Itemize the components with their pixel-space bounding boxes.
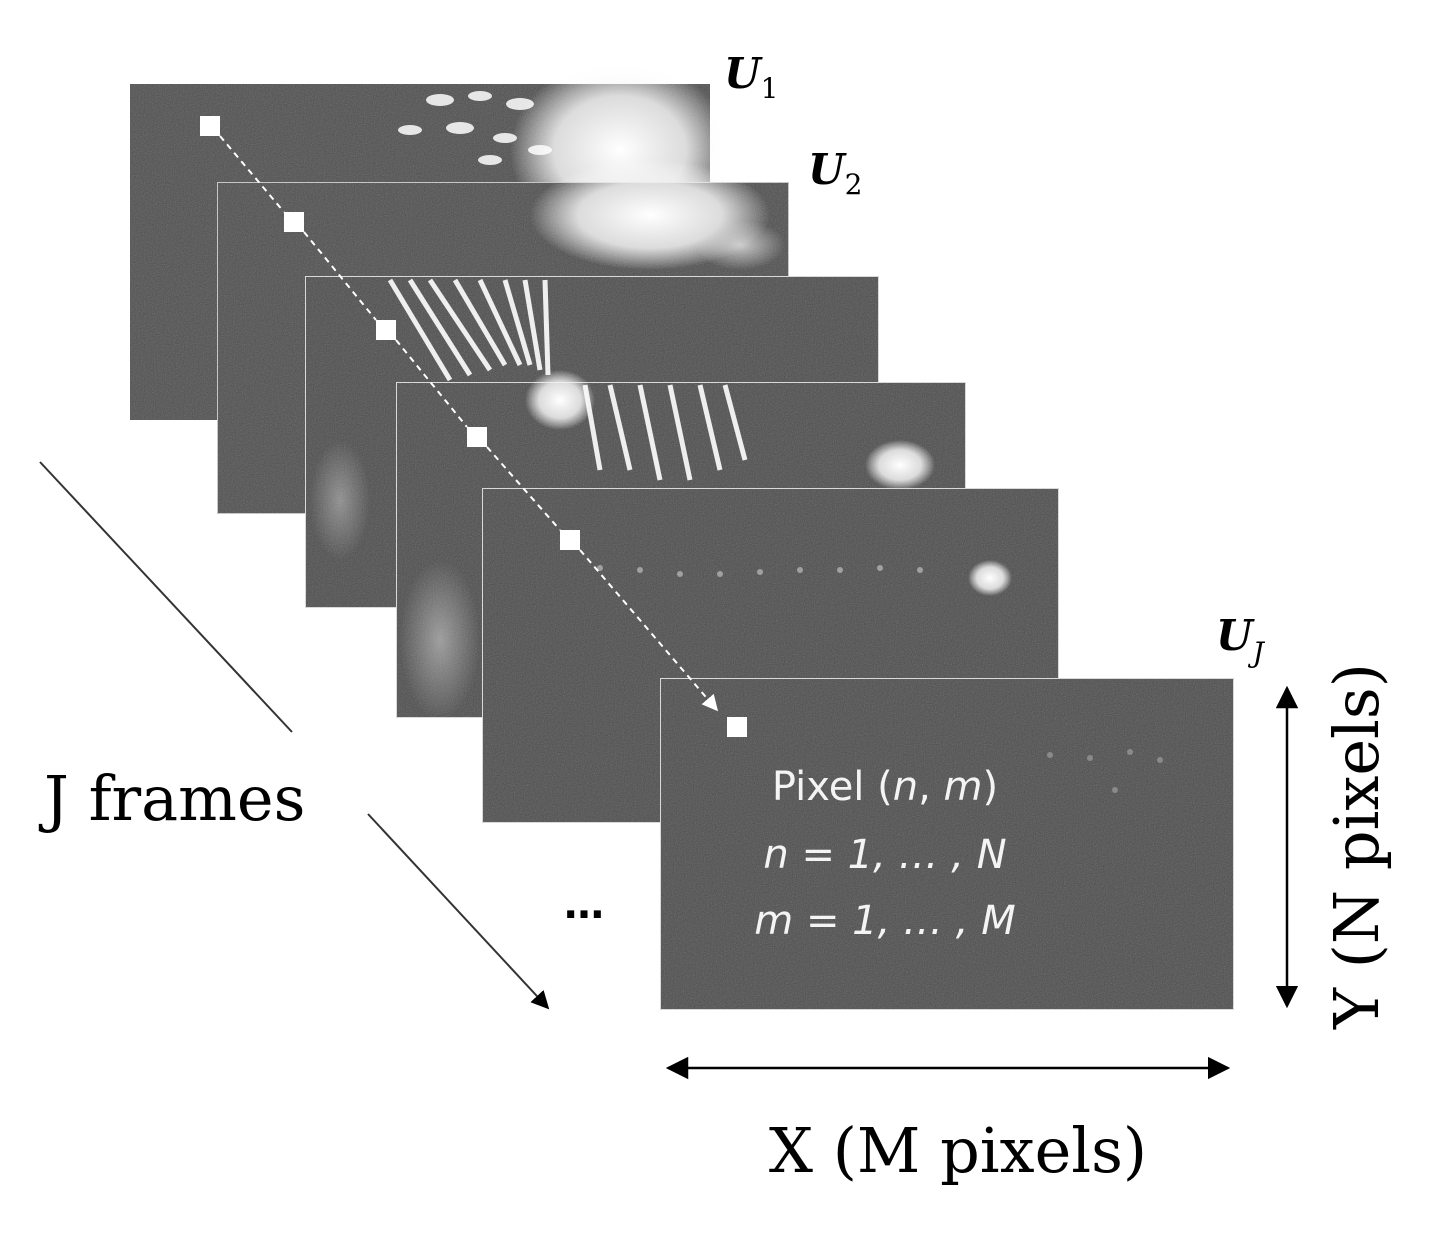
pixel-trace-line — [219, 135, 717, 710]
depth-arrow — [367, 813, 550, 1010]
depth-label: J frames — [38, 762, 305, 835]
pixel-marker-2 — [284, 212, 304, 232]
ellipsis: … — [564, 882, 604, 928]
pixel-marker-last — [727, 717, 747, 737]
frame-label-second: U2 — [808, 145, 862, 201]
pixel-annotation-line2: n = 1, … , N — [763, 832, 1006, 878]
pixel-annotation-line3: m = 1, … , M — [754, 898, 1015, 944]
pixel-markers — [200, 116, 747, 737]
frame-label-last: UJ — [1216, 611, 1266, 669]
x-axis-label: X (M pixels) — [769, 1114, 1147, 1187]
pixel-marker-5 — [560, 530, 580, 550]
pixel-marker-3 — [376, 320, 396, 340]
pixel-marker-4 — [467, 427, 487, 447]
depth-line-upper — [39, 461, 293, 733]
pixel-marker-1 — [200, 116, 220, 136]
frame-last — [659, 677, 1235, 1011]
pixel-annotation-line1: Pixel (n, m) — [772, 764, 998, 810]
y-axis-label: Y (N pixels) — [1320, 663, 1393, 1030]
frame-label-first: U1 — [724, 49, 778, 105]
